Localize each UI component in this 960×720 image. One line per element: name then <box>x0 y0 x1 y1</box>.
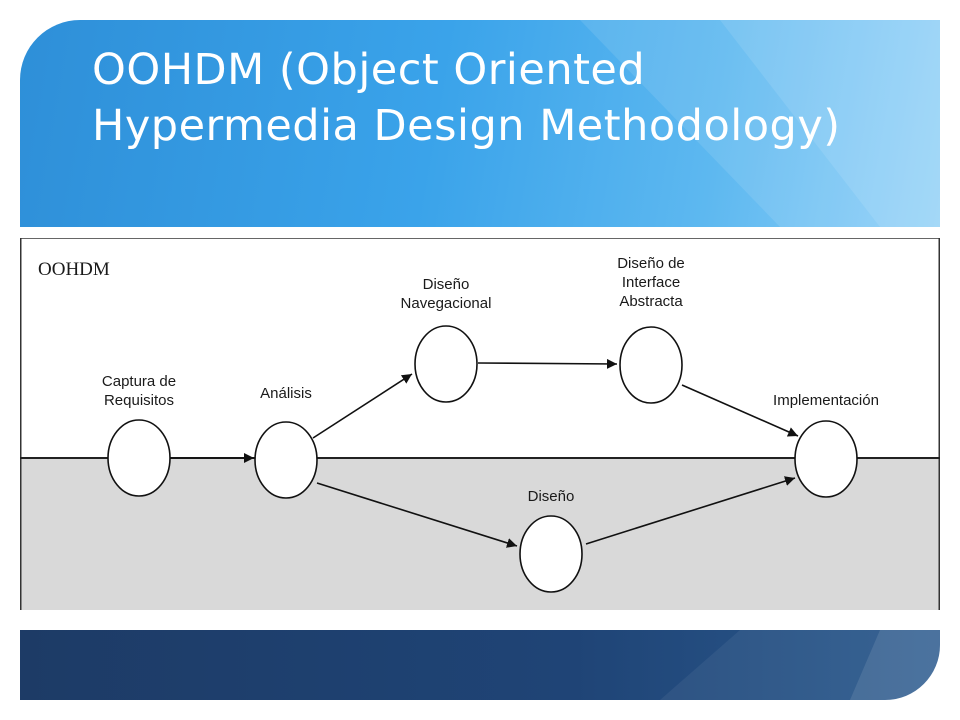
process-nodes <box>107 325 858 593</box>
label-analisis: Análisis <box>260 385 312 402</box>
frame-label: OOHDM <box>38 259 110 280</box>
arrow-analisis-diseno <box>316 482 518 548</box>
label-captura-line2: Requisitos <box>104 392 174 409</box>
node-diseno-navegacional <box>414 325 478 403</box>
node-captura-requisitos <box>107 419 171 497</box>
node-labels: Captura de Requisitos Análisis Diseño Na… <box>102 255 879 505</box>
banner-decoration <box>580 20 940 227</box>
flow-arrows <box>170 358 799 548</box>
title-banner: OOHDM (Object Oriented Hypermedia Design… <box>20 20 940 227</box>
footer-decoration <box>660 630 940 700</box>
label-interface-line2: Interface <box>622 274 680 291</box>
node-diseno <box>519 515 583 593</box>
slide-title: OOHDM (Object Oriented Hypermedia Design… <box>92 45 841 151</box>
label-captura-line1: Captura de <box>102 373 176 390</box>
diagram-canvas: OOHDM Captura de Requisitos Análisis Dis… <box>20 238 940 610</box>
arrow-diseno-implementacion <box>585 476 796 545</box>
arrow-analisis-navegacional <box>312 373 413 439</box>
label-interface-line1: Diseño de <box>617 255 685 272</box>
node-diseno-interface-abstracta <box>619 326 683 404</box>
label-navegacional-line2: Navegacional <box>401 295 492 312</box>
label-diseno: Diseño <box>528 488 575 505</box>
oohdm-diagram: OOHDM Captura de Requisitos Análisis Dis… <box>20 238 940 610</box>
node-analisis <box>254 421 318 499</box>
footer-band <box>20 630 940 700</box>
label-implementacion: Implementación <box>773 392 879 409</box>
node-implementacion <box>794 420 858 498</box>
upper-band <box>20 238 940 458</box>
label-navegacional-line1: Diseño <box>423 276 470 293</box>
arrow-interface-implementacion <box>681 384 799 437</box>
label-interface-line3: Abstracta <box>619 293 683 310</box>
arrow-navegacional-interface <box>477 358 618 369</box>
